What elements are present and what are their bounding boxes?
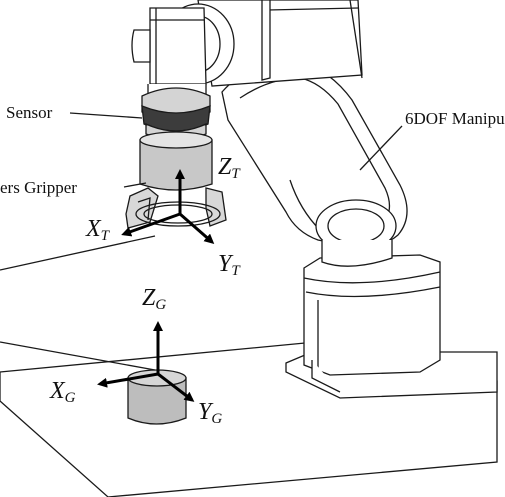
tool-frame-axes (121, 169, 215, 244)
tool-z-label: ZT (218, 154, 240, 182)
tool-y-label: YT (218, 251, 240, 279)
goal-frame-axes (97, 321, 195, 402)
goal-x-arrow (97, 372, 159, 388)
tool-x-arrow (121, 212, 181, 237)
tool-frame-leader (0, 235, 156, 271)
goal-y-label: YG (198, 399, 223, 427)
tool-x-label: XT (86, 216, 110, 244)
sensor-label: Sensor (6, 103, 53, 122)
goal-frame-leader (0, 341, 156, 371)
goal-x-label: XG (50, 378, 76, 406)
gripper-label: ers Gripper (0, 178, 77, 197)
gripper-body (139, 131, 213, 191)
goal-cylinder (127, 369, 187, 425)
tool-y-arrow (179, 212, 215, 244)
sensor-leader (69, 112, 143, 119)
robot-lower-arm (221, 61, 408, 267)
manipulator-label: 6DOF Manipu (405, 109, 505, 128)
robot-base (285, 254, 498, 399)
gripper-fingers (125, 187, 227, 229)
robot-wrist (131, 3, 235, 103)
manipulator-leader (359, 125, 403, 171)
leader-lines (0, 112, 403, 371)
goal-z-label: ZG (142, 285, 167, 313)
gripper-leader (123, 182, 147, 188)
goal-y-arrow (157, 372, 195, 402)
